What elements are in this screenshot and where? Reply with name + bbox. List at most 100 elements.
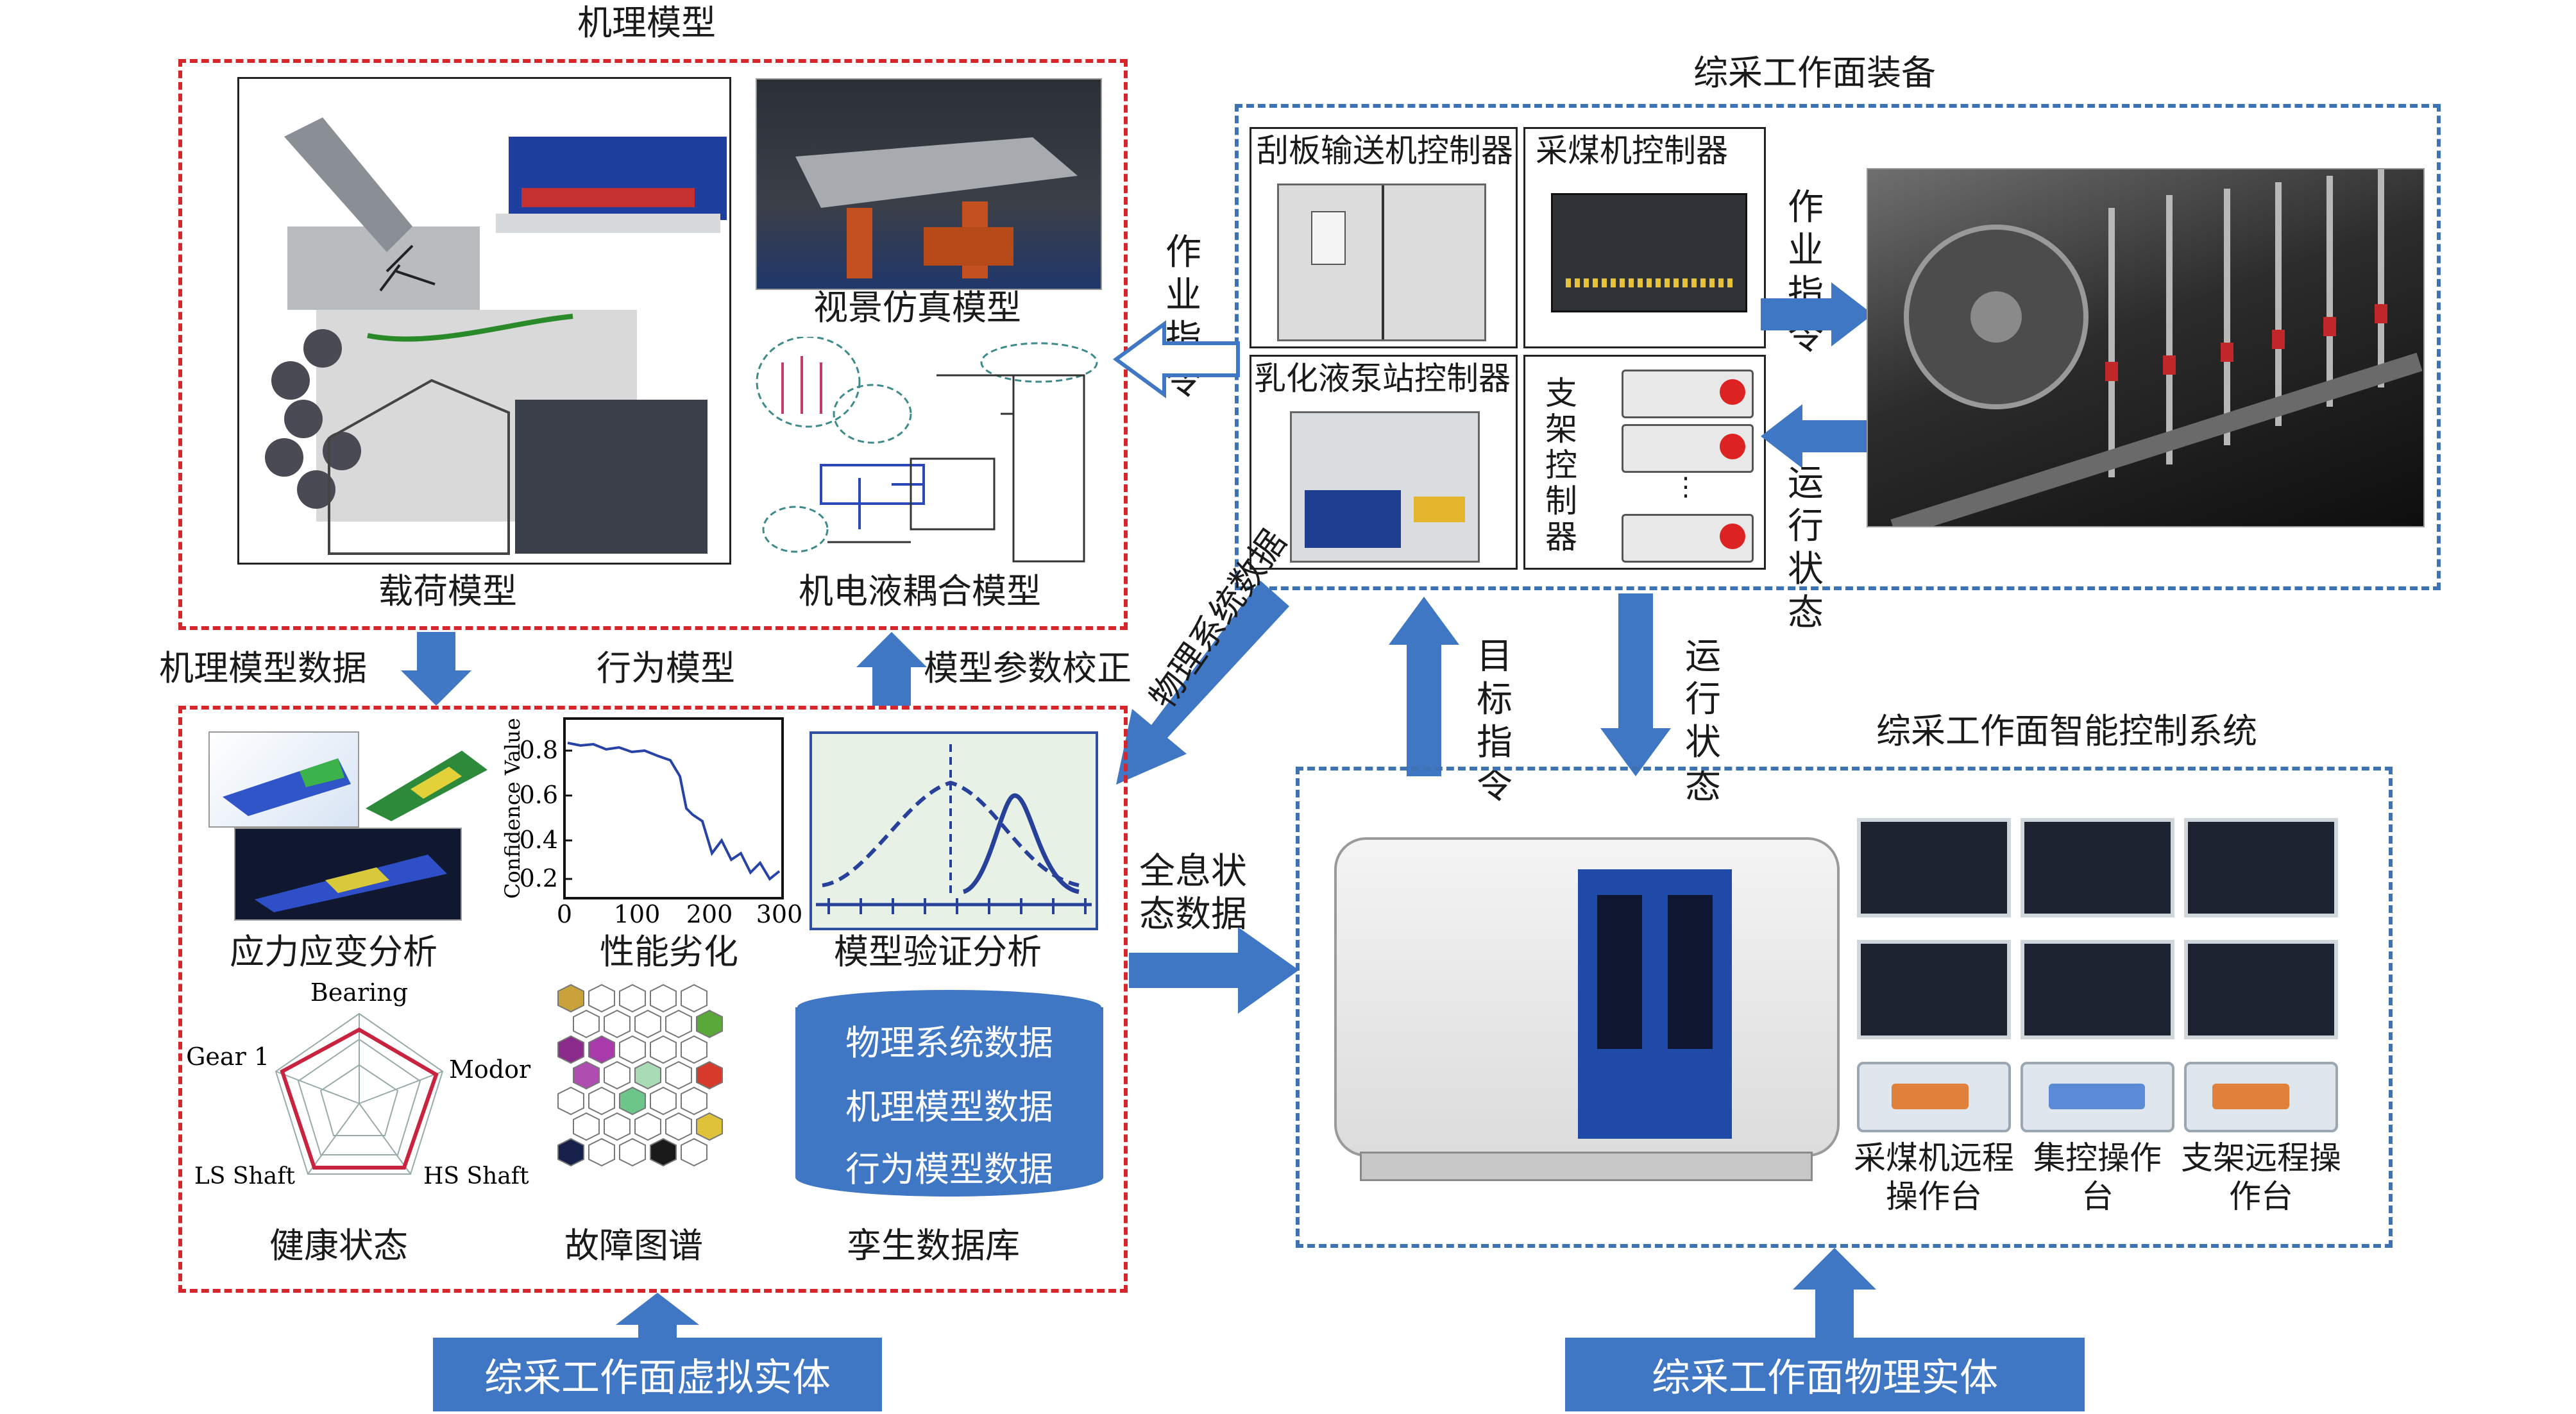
shearer-remote-console xyxy=(1857,1062,2011,1132)
visual-simulation-image xyxy=(756,78,1102,290)
coal-face-photo xyxy=(1867,168,2425,527)
perf-ytick-marks xyxy=(564,749,572,880)
scraper-controller-label: 刮板输送机控制器 xyxy=(1257,132,1513,169)
emh-coupling-model-label: 机电液耦合模型 xyxy=(799,571,1041,611)
twin-db-layer-behavior: 行为模型数据 xyxy=(795,1136,1103,1197)
perf-xtick-0: 0 xyxy=(557,900,572,928)
emulsion-controller-label: 乳化液泵站控制器 xyxy=(1254,360,1511,397)
emulsion-controller-device xyxy=(1290,411,1480,563)
physical-entity-bar: 综采工作面物理实体 xyxy=(1565,1338,2085,1411)
radar-label-ls-shaft: LS Shaft xyxy=(194,1163,296,1189)
monitor-screen-2 xyxy=(2021,818,2174,917)
emh-coupling-diagram xyxy=(744,337,1103,568)
twin-db-layer-physical: 物理系统数据 xyxy=(795,1007,1103,1074)
monitor-screen-3 xyxy=(2184,818,2338,917)
shearer-drum xyxy=(1890,169,2423,526)
run-state-mid-label: 运行状态 xyxy=(1685,636,1721,807)
equipment-title: 综采工作面装备 xyxy=(1693,53,1936,93)
health-state-label: 健康状态 xyxy=(269,1225,408,1266)
perf-xtick-3: 300 xyxy=(756,900,803,928)
perf-xtick-1: 100 xyxy=(614,900,661,928)
perf-degradation-chart: 0.8 0.6 0.4 0.2 Confidence Value 0 100 2… xyxy=(500,717,802,928)
control-cabin xyxy=(1321,812,1841,1190)
run-state-right-label: 运行状态 xyxy=(1788,463,1824,634)
fault-map-hexgrid xyxy=(557,984,723,1167)
perf-ytick-2: 0.4 xyxy=(520,826,558,854)
support-controller-unit-2 xyxy=(1622,424,1754,473)
support-console-label: 支架远程操作台 xyxy=(2181,1139,2341,1215)
holographic-data-label: 全息状态数据 xyxy=(1139,851,1247,936)
support-controller-panel: 支架控制器 ⋮ xyxy=(1523,355,1766,570)
virtual-entity-bar: 综采工作面虚拟实体 xyxy=(433,1338,882,1411)
model-param-calib-label: 模型参数校正 xyxy=(924,648,1131,688)
support-controller-unit-1 xyxy=(1622,370,1754,418)
behavior-model-box xyxy=(178,706,1128,1293)
cabin-door-left-window xyxy=(1597,895,1642,1049)
perf-ytick-0: 0.8 xyxy=(520,736,558,764)
model-validation-chart xyxy=(809,731,1098,930)
support-controller-label: 支架控制器 xyxy=(1540,376,1577,556)
physical-system-data-arrow xyxy=(1116,581,1289,785)
central-console xyxy=(2021,1062,2174,1132)
target-cmd-arrow xyxy=(1389,597,1459,776)
monitor-screen-5 xyxy=(2021,940,2174,1039)
support-remote-console xyxy=(2184,1062,2338,1132)
control-system-box xyxy=(1296,767,2393,1248)
twin-db-cylinder: 物理系统数据 机理模型数据 行为模型数据 xyxy=(795,988,1103,1209)
shearer-controller-device xyxy=(1551,193,1747,312)
cabin-door-frame xyxy=(1578,869,1732,1139)
support-controller-unit-3 xyxy=(1622,514,1754,563)
shearer-controller-panel: 采煤机控制器 xyxy=(1523,127,1766,348)
radar-label-hs-shaft: HS Shaft xyxy=(423,1163,529,1189)
radar-label-modor: Modor xyxy=(449,1055,531,1084)
monitor-screen-6 xyxy=(2184,940,2338,1039)
mech-model-data-label: 机理模型数据 xyxy=(159,648,367,688)
shearer-controller-label: 采煤机控制器 xyxy=(1536,132,1728,169)
cabin-base xyxy=(1360,1152,1813,1181)
op-cmd-left-arrow xyxy=(1112,320,1240,398)
perf-chart-frame xyxy=(563,717,784,899)
radar-label-gear: Gear 1 xyxy=(186,1043,269,1071)
radar-health-polygon xyxy=(280,1027,439,1170)
stress-strain-image-3 xyxy=(234,828,462,921)
perf-ytick-3: 0.2 xyxy=(520,864,558,892)
cabin-door-right-window xyxy=(1668,895,1713,1049)
scraper-controller-panel: 刮板输送机控制器 xyxy=(1250,127,1518,348)
target-cmd-label: 目标指令 xyxy=(1477,636,1513,807)
control-system-title: 综采工作面智能控制系统 xyxy=(1876,711,2257,751)
hydraulic-support-render xyxy=(795,137,1078,278)
twin-db-layer-mechanism: 机理模型数据 xyxy=(795,1071,1103,1138)
behavior-title: 行为模型 xyxy=(597,648,735,688)
central-console-label: 集控操作台 xyxy=(2033,1139,2162,1215)
perf-ylabel: Confidence Value xyxy=(500,718,525,899)
mechanism-title: 机理模型 xyxy=(577,3,716,43)
monitor-screen-1 xyxy=(1857,818,2011,917)
holographic-data-arrow xyxy=(1129,927,1299,1014)
fault-map-label: 故障图谱 xyxy=(564,1225,703,1266)
load-model-illustration xyxy=(265,117,727,555)
twin-db-label: 孪生数据库 xyxy=(847,1225,1020,1266)
virtual-entity-arrow xyxy=(616,1293,699,1354)
stress-strain-image-2 xyxy=(359,731,494,828)
shearer-console-label: 采煤机远程操作台 xyxy=(1854,1139,2014,1215)
run-state-right-arrow xyxy=(1761,404,1873,468)
health-radar-chart: Bearing Modor HS Shaft LS Shaft Gear 1 xyxy=(186,978,531,1189)
mechanism-model-box xyxy=(178,59,1128,630)
support-controller-ellipsis: ⋮ xyxy=(1673,472,1699,502)
op-cmd-right-arrow xyxy=(1761,282,1873,346)
mech-model-data-arrow xyxy=(401,632,471,706)
monitor-screen-4 xyxy=(1857,940,2011,1039)
physical-entity-arrow xyxy=(1793,1248,1876,1338)
perf-degradation-label: 性能劣化 xyxy=(600,932,738,972)
scraper-controller-cabinet xyxy=(1277,183,1486,341)
hydraulic-circuit xyxy=(756,337,1098,563)
perf-curve xyxy=(567,742,781,881)
radar-label-bearing: Bearing xyxy=(310,978,408,1007)
model-param-calib-arrow xyxy=(856,632,927,706)
emulsion-controller-panel: 乳化液泵站控制器 xyxy=(1250,355,1518,570)
model-validation-label: 模型验证分析 xyxy=(834,932,1042,972)
run-state-mid-arrow xyxy=(1600,593,1671,776)
load-model-panel xyxy=(237,77,731,565)
visual-sim-model-label: 视景仿真模型 xyxy=(813,287,1021,328)
perf-xtick-2: 200 xyxy=(686,900,733,928)
